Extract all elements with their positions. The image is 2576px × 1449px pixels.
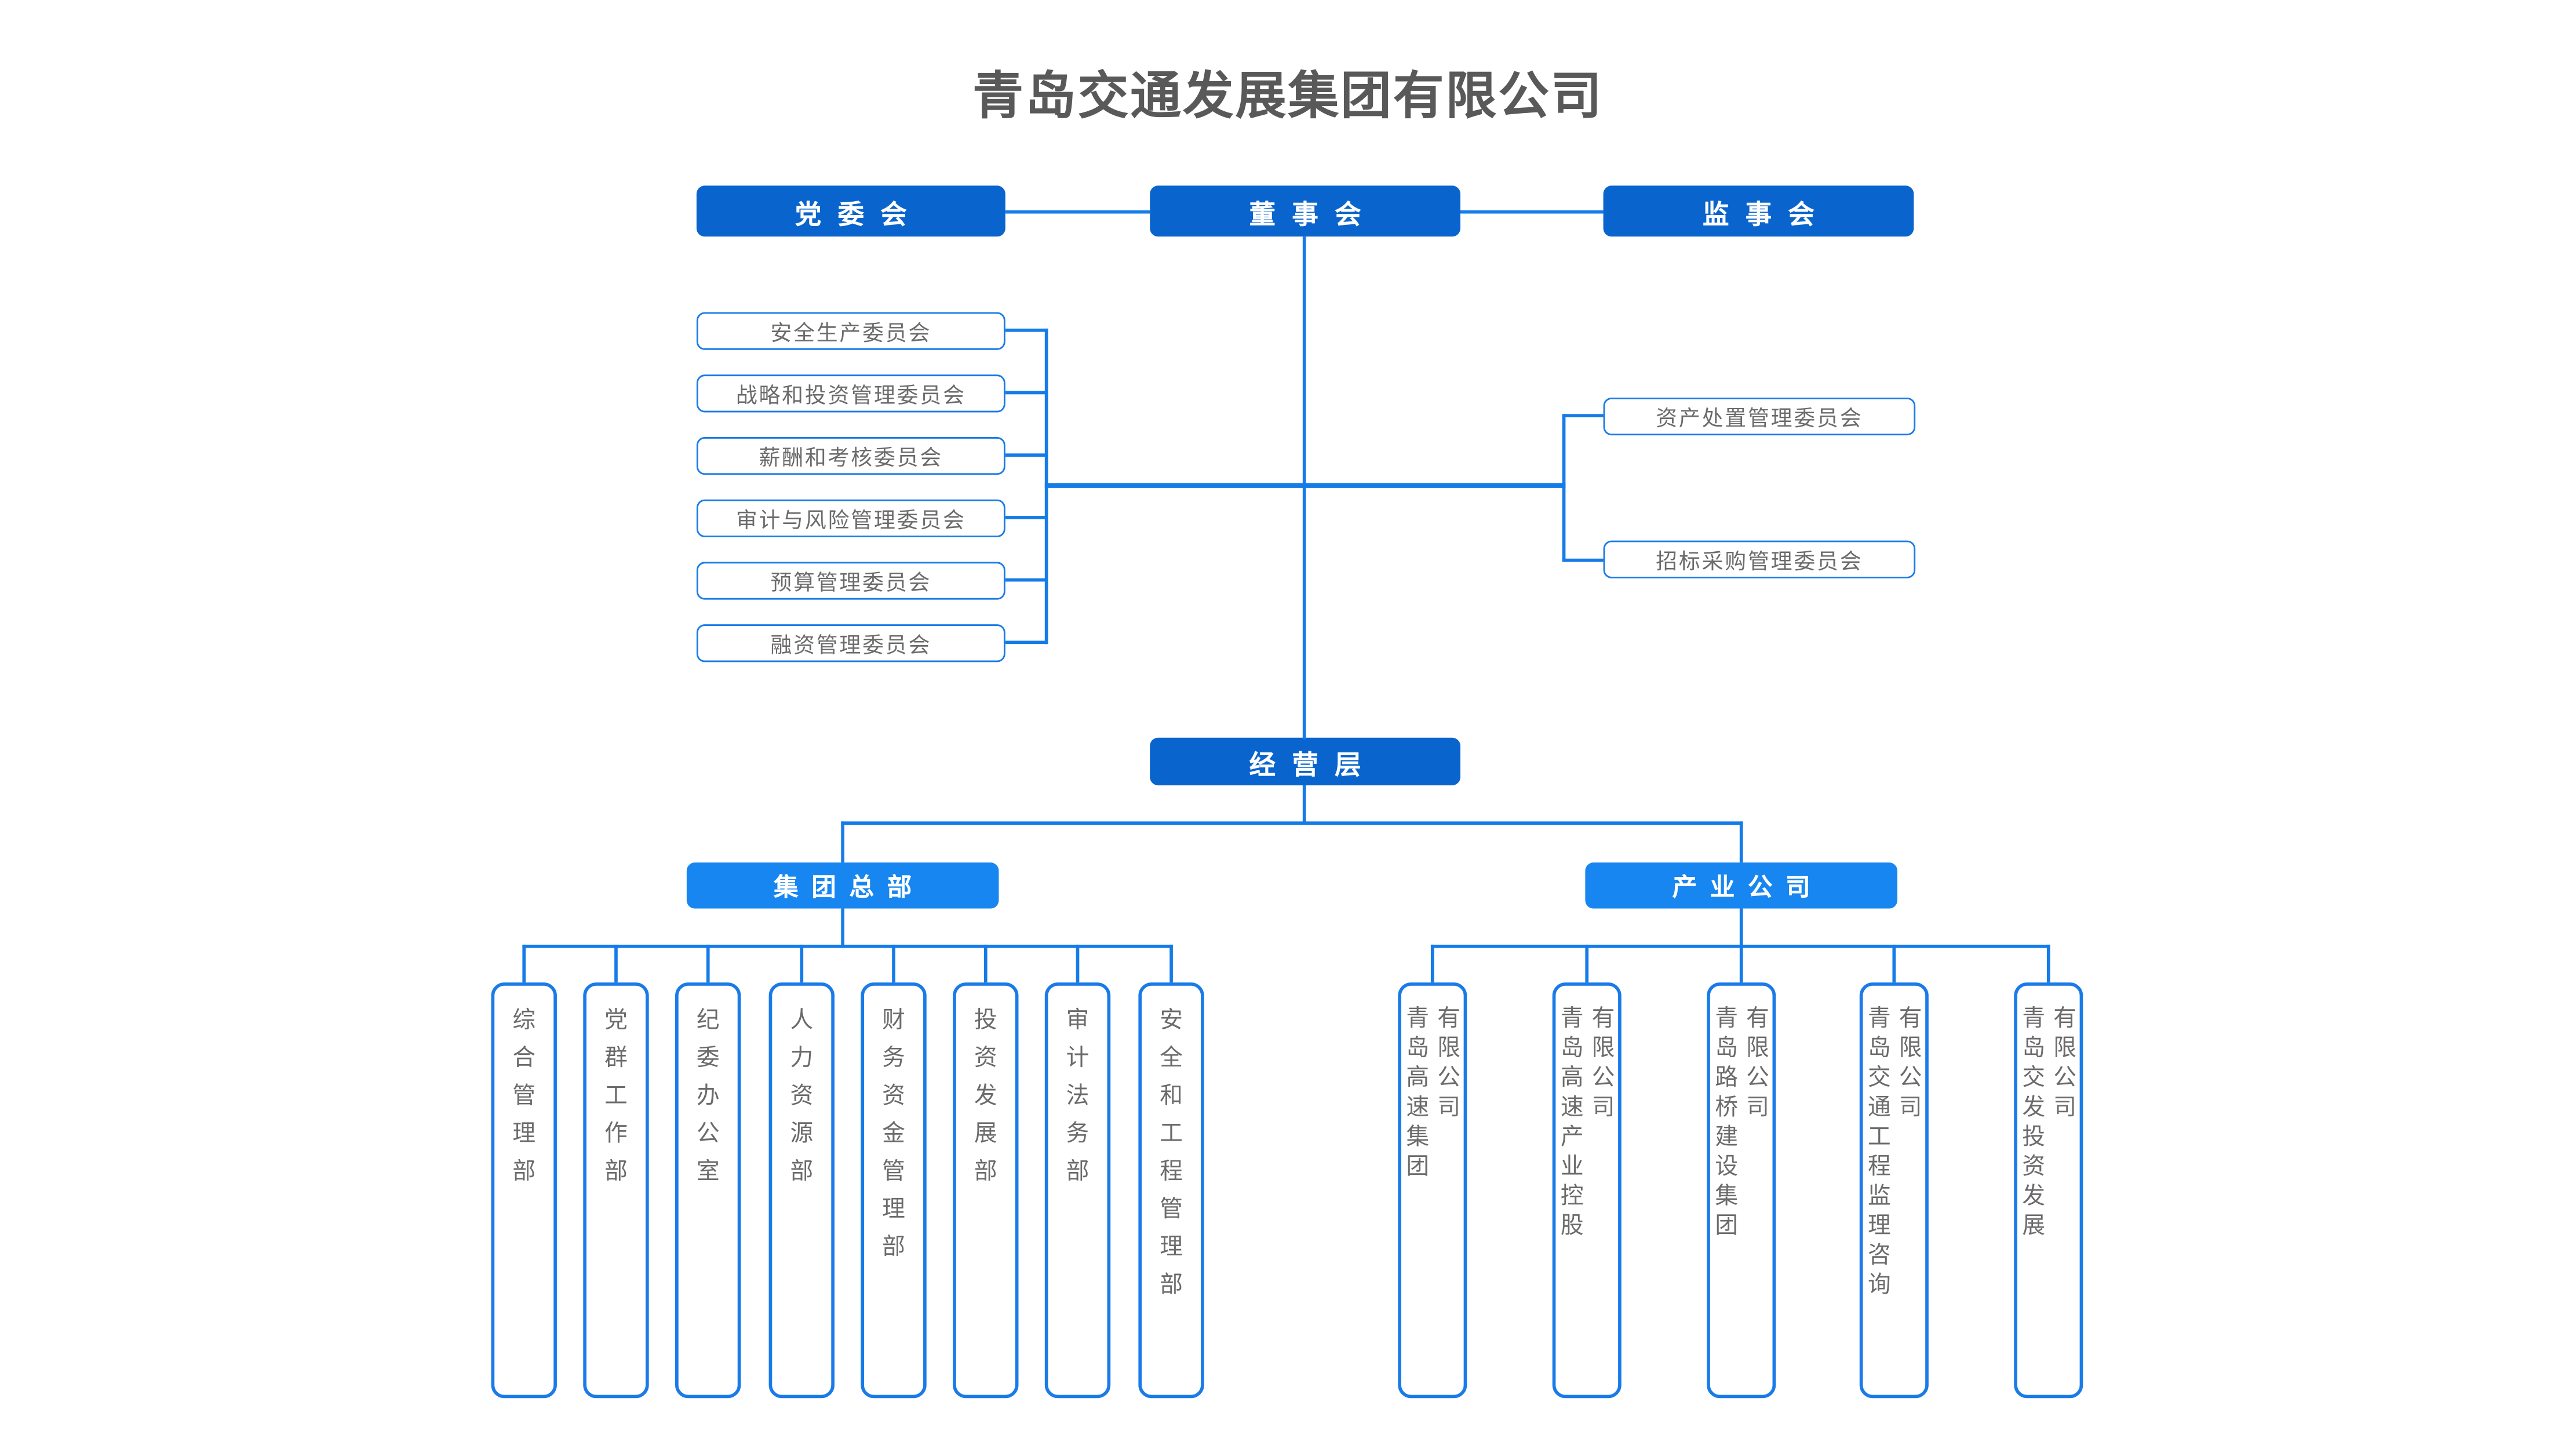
- connector-line: [841, 821, 844, 863]
- dept-box: 审计法务部: [1044, 982, 1111, 1399]
- committee-box: 招标采购管理委员会: [1603, 540, 1916, 578]
- dept-label: 综合管理部: [511, 1007, 537, 1196]
- dept-label: 党群工作部: [603, 1007, 629, 1196]
- dept-label: 安全和工程管理部: [1158, 1007, 1185, 1310]
- committee-label: 安全生产委员会: [770, 320, 932, 345]
- node-industry: 产业公司: [1585, 862, 1897, 909]
- connector-line: [1302, 785, 1306, 824]
- dept-box: 党群工作部: [583, 982, 649, 1399]
- dept-label: 人力资源部: [788, 1007, 815, 1196]
- connector-line: [800, 944, 804, 983]
- connector-line: [841, 821, 1743, 825]
- company-name: 青岛交发投资发展: [2020, 1005, 2047, 1242]
- node-hq: 集团总部: [686, 862, 999, 909]
- company-box: 青岛交通工程监理咨询 有限公司: [1859, 982, 1929, 1399]
- connector-line: [1005, 391, 1048, 395]
- node-board: 董事会: [1150, 185, 1460, 237]
- committee-box: 薪酬和考核委员会: [696, 437, 1005, 475]
- connector-line: [1169, 944, 1173, 983]
- committee-label: 审计与风险管理委员会: [735, 507, 966, 533]
- committee-box: 战略和投资管理委员会: [696, 374, 1005, 413]
- node-label: 董事会: [1249, 201, 1378, 230]
- committee-box: 资产处置管理委员会: [1603, 397, 1916, 436]
- committee-box: 安全生产委员会: [696, 312, 1005, 350]
- connector-line: [614, 944, 618, 983]
- company-label: 青岛交发投资发展 有限公司: [2017, 1006, 2080, 1242]
- dept-box: 人力资源部: [768, 982, 835, 1399]
- connector-line: [706, 944, 710, 983]
- company-name: 青岛路桥建设集团: [1713, 1005, 1740, 1242]
- committee-box: 预算管理委员会: [696, 562, 1005, 600]
- dept-box: 财务资金管理部: [861, 982, 927, 1399]
- company-suffix: 有限公司: [1744, 1005, 1771, 1124]
- committee-label: 薪酬和考核委员会: [759, 445, 943, 470]
- connector-line: [1562, 558, 1604, 562]
- company-name: 青岛交通工程监理咨询: [1866, 1005, 1893, 1302]
- dept-label: 财务资金管理部: [880, 1007, 907, 1272]
- company-suffix: 有限公司: [1435, 1005, 1462, 1124]
- connector-line: [1005, 640, 1048, 645]
- connector-line: [1005, 453, 1048, 457]
- company-label: 青岛高速集团 有限公司: [1401, 1006, 1464, 1183]
- connector-line: [1739, 908, 1743, 948]
- node-label: 集团总部: [774, 873, 925, 901]
- company-box: 青岛高速集团 有限公司: [1398, 982, 1467, 1399]
- company-box: 青岛高速产业控股 有限公司: [1552, 982, 1622, 1399]
- company-suffix: 有限公司: [2052, 1005, 2078, 1124]
- connector-line: [1005, 328, 1048, 332]
- connector-line: [892, 944, 895, 983]
- connector-line: [1005, 578, 1048, 582]
- company-box: 青岛交发投资发展 有限公司: [2014, 982, 2083, 1399]
- dept-box: 综合管理部: [491, 982, 557, 1399]
- company-suffix: 有限公司: [1897, 1005, 1924, 1124]
- dept-box: 纪委办公室: [675, 982, 741, 1399]
- company-box: 青岛路桥建设集团 有限公司: [1707, 982, 1776, 1399]
- connector-line: [1044, 483, 1566, 488]
- company-label: 青岛交通工程监理咨询 有限公司: [1863, 1006, 1925, 1301]
- connector-line: [1739, 944, 1743, 983]
- connector-line: [1562, 414, 1566, 562]
- committee-box: 融资管理委员会: [696, 624, 1005, 662]
- node-label: 产业公司: [1672, 873, 1824, 901]
- node-party-committee: 党委会: [696, 185, 1005, 237]
- node-label: 党委会: [795, 201, 924, 230]
- connector-line: [2046, 944, 2050, 983]
- connector-line: [522, 944, 1173, 948]
- dept-label: 审计法务部: [1064, 1007, 1091, 1196]
- committee-label: 战略和投资管理委员会: [735, 383, 966, 407]
- connector-line: [1585, 944, 1589, 983]
- company-suffix: 有限公司: [1590, 1005, 1617, 1124]
- dept-box: 安全和工程管理部: [1138, 982, 1204, 1399]
- connector-line: [522, 944, 526, 983]
- connector-line: [1562, 414, 1604, 417]
- committee-label: 预算管理委员会: [770, 570, 932, 595]
- connector-line: [1739, 821, 1743, 863]
- dept-label: 纪委办公室: [695, 1007, 722, 1196]
- node-label: 监事会: [1703, 201, 1831, 230]
- company-label: 青岛高速产业控股 有限公司: [1555, 1006, 1618, 1242]
- committee-label: 融资管理委员会: [770, 632, 932, 657]
- connector-line: [1005, 516, 1048, 519]
- connector-line: [1076, 944, 1080, 983]
- connector-line: [841, 908, 844, 948]
- connector-line: [983, 944, 988, 983]
- dept-label: 投资发展部: [972, 1007, 999, 1196]
- committee-label: 资产处置管理委员会: [1656, 406, 1863, 431]
- company-label: 青岛路桥建设集团 有限公司: [1710, 1006, 1773, 1242]
- committee-label: 招标采购管理委员会: [1656, 548, 1863, 574]
- connector-line: [1892, 944, 1896, 983]
- node-label: 经营层: [1249, 751, 1378, 780]
- node-management-layer: 经营层: [1150, 737, 1460, 785]
- page-title: 青岛交通发展集团有限公司: [972, 67, 1604, 125]
- company-name: 青岛高速产业控股: [1559, 1005, 1586, 1242]
- connector-line: [1460, 210, 1604, 214]
- dept-box: 投资发展部: [953, 982, 1019, 1399]
- company-name: 青岛高速集团: [1404, 1005, 1431, 1183]
- committee-box: 审计与风险管理委员会: [696, 499, 1005, 537]
- connector-line: [1430, 944, 1434, 983]
- node-supervisory-board: 监事会: [1603, 185, 1914, 237]
- connector-line: [1005, 210, 1150, 214]
